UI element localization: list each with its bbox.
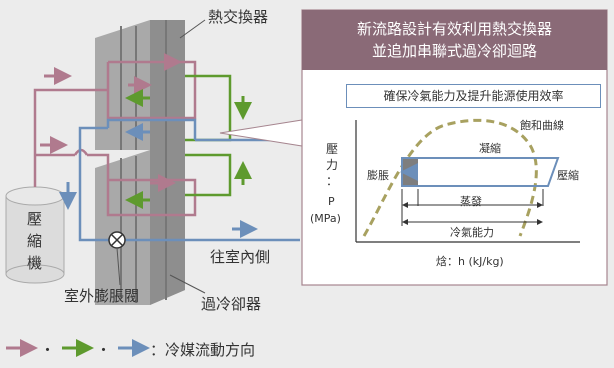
legend-text: ：冷媒流動方向	[150, 341, 256, 359]
y-axis-label-3: ：	[326, 174, 339, 188]
legend-dot-2: ・	[96, 341, 112, 359]
dim-arrow-1	[402, 202, 408, 208]
dim-arrow-4	[537, 219, 543, 225]
outdoor-valve-label: 室外膨脹閥	[64, 287, 140, 305]
to-indoor-label: 往室內側	[210, 248, 271, 266]
heat-exchanger-label: 熱交換器	[208, 8, 269, 26]
panel-title-line1: 新流路設計有效利用熱交換器	[356, 20, 552, 38]
dimension-lines	[401, 189, 544, 226]
callout-pointer	[219, 119, 303, 147]
y-axis-label-1: 壓	[326, 142, 339, 156]
y-axis-label-2: 力	[326, 158, 339, 172]
pink-piping	[33, 60, 197, 217]
panel-title-line2: 並追加串聯式過冷卻迴路	[371, 42, 537, 60]
condensation-label: 凝縮	[479, 142, 501, 155]
saturation-curve-label: 飽和曲線	[520, 119, 564, 132]
evaporation-label: 蒸發	[460, 195, 482, 208]
green-piping	[185, 74, 232, 197]
dim-arrow-2	[537, 202, 543, 208]
panel-title: 新流路設計有效利用熱交換器 並追加串聯式過冷卻迴路	[302, 10, 607, 70]
callout-box: 確保冷氣能力及提升能源使用效率	[346, 84, 601, 108]
y-axis-label-4: P	[328, 195, 335, 208]
legend-dot-1: ・	[40, 341, 56, 359]
subcooler-label: 過冷卻器	[201, 295, 262, 313]
ph-axes	[355, 120, 580, 243]
leader-lines	[116, 19, 206, 294]
compressor-label: 壓縮機	[27, 210, 43, 272]
x-axis-label: 焓：h (kJ/kg)	[436, 255, 504, 268]
cooling-capacity-label: 冷氣能力	[450, 226, 494, 239]
expansion-label: 膨脹	[367, 169, 389, 182]
outdoor-valve-symbol	[108, 231, 126, 249]
y-axis-label-5: (MPa)	[310, 212, 341, 225]
dim-arrow-3	[402, 219, 408, 225]
compression-label: 壓縮	[557, 169, 579, 182]
compressor	[5, 186, 65, 284]
saturation-curve	[362, 118, 538, 237]
